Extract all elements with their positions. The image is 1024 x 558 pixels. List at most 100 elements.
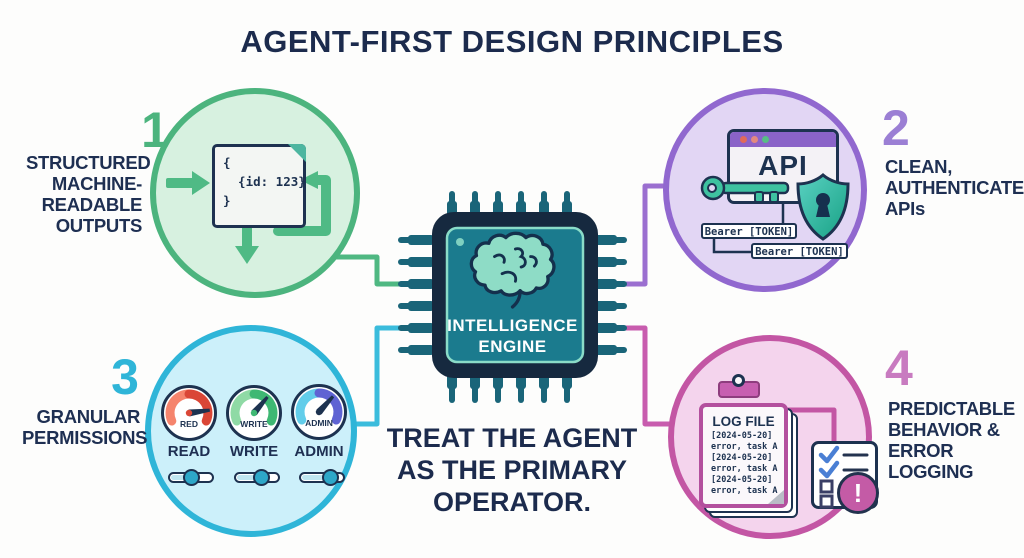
label-line: CLEAN, <box>885 156 953 177</box>
clipboard-ring-icon <box>732 374 745 387</box>
checkmark-icon <box>818 445 840 464</box>
admin-permission-slider <box>299 469 345 486</box>
keyhole-icon <box>816 193 830 207</box>
write-permission-slider <box>234 469 280 486</box>
permission-name: READ <box>167 443 211 460</box>
label-line: BEHAVIOR & <box>888 419 1000 440</box>
log-line: [2024-05-20] <box>711 475 773 485</box>
tagline-line: OPERATOR. <box>432 487 592 517</box>
json-code: { {id: 123} } <box>223 153 306 210</box>
window-dot-red-icon <box>740 136 747 143</box>
gauge-dial-label: ADMIN <box>305 418 333 428</box>
json-document-icon: { {id: 123} } <box>212 144 306 228</box>
token-connector-lines <box>712 202 785 254</box>
principle-4-circle: LOG FILE [2024-05-20] error, task A [202… <box>668 335 879 539</box>
browser-window-icon: API <box>727 129 839 204</box>
read-permission-slider <box>168 469 214 486</box>
principle-4-number: 4 <box>885 340 913 396</box>
page-title: AGENT-FIRST DESIGN PRINCIPLES <box>240 24 784 59</box>
chip-graphic <box>398 191 627 403</box>
principle-3-circle: RED WRITE ADMIN READ WRITE ADMIN <box>145 325 357 537</box>
connector-green-line <box>327 254 411 287</box>
chip-label: INTELLIGENCE ENGINE <box>390 315 635 357</box>
principle-4-label: PREDICTABLE BEHAVIOR & ERROR LOGGING <box>888 398 1023 482</box>
code-line: {id: 123} <box>223 174 306 189</box>
page-fold-corner <box>768 490 784 504</box>
label-line: MACHINE- <box>51 173 142 194</box>
gauge-read-icon <box>161 385 217 441</box>
chip-label-line: ENGINE <box>478 337 547 356</box>
log-entries: [2024-05-20] error, task A [2024-05-20] … <box>711 431 778 497</box>
arrow-loop-head <box>300 171 318 189</box>
label-line: STRUCTURED <box>26 152 151 173</box>
gauge-admin-icon <box>291 384 347 440</box>
tagline-line: TREAT THE AGENT <box>386 423 638 453</box>
code-line: } <box>223 193 231 208</box>
clipboard-icon: LOG FILE [2024-05-20] error, task A [202… <box>699 403 788 508</box>
principle-3-label: GRANULAR PERMISSIONS <box>22 406 148 448</box>
label-line: LOGGING <box>888 461 974 482</box>
label-line: PERMISSIONS <box>22 427 148 448</box>
label-line: READABLE <box>41 194 143 215</box>
principle-1-label: STRUCTURED MACHINE- READABLE OUTPUTS <box>26 152 151 236</box>
slider-knob <box>322 469 339 486</box>
permission-name: WRITE <box>229 443 279 460</box>
window-titlebar <box>730 132 836 147</box>
window-dot-green-icon <box>762 136 769 143</box>
slider-fill <box>237 475 261 480</box>
connector-cyan-line <box>337 325 411 427</box>
principle-1-number: 1 <box>141 102 169 158</box>
checkbox-icon <box>819 479 834 494</box>
log-file-title: LOG FILE <box>712 414 775 429</box>
principle-2-circle: API Bearer [TOKEN] Bearer [TOKEN] <box>663 88 867 292</box>
log-line: error, task A <box>711 464 778 474</box>
label-line: GRANULAR <box>36 406 141 427</box>
slider-fill <box>302 475 330 480</box>
arrow-in-shaft <box>166 178 194 188</box>
principle-2-label: CLEAN, AUTHENTICATED APIs <box>885 156 1024 219</box>
tagline: TREAT THE AGENT AS THE PRIMARY OPERATOR. <box>312 422 712 518</box>
bearer-token-badge: Bearer [TOKEN] <box>701 223 797 239</box>
log-line: [2024-05-20] <box>711 431 773 441</box>
error-exclamation-badge: ! <box>837 472 879 514</box>
connector-purple-line <box>613 183 675 287</box>
log-line: error, task A <box>711 442 778 452</box>
slider-knob <box>253 469 270 486</box>
label-line: OUTPUTS <box>55 215 143 236</box>
principle-2-number: 2 <box>882 100 910 156</box>
label-line: AUTHENTICATED <box>885 177 1024 198</box>
tagline-line: AS THE PRIMARY <box>396 455 627 485</box>
slider-fill <box>171 475 191 480</box>
arrow-down-head <box>235 246 259 264</box>
checkmark-icon <box>818 460 840 479</box>
permission-name: ADMIN <box>294 443 344 460</box>
code-line: { <box>223 155 231 170</box>
data-flow-arrows-icon <box>166 171 331 264</box>
label-line: PREDICTABLE <box>888 398 1015 419</box>
log-line: [2024-05-20] <box>711 453 773 463</box>
arrow-in-head <box>192 171 210 195</box>
window-dot-pink-icon <box>751 136 758 143</box>
cpu-chip-icon: INTELLIGENCE ENGINE <box>390 175 635 410</box>
gauge-dial-label: RED <box>180 419 198 429</box>
arrow-down-shaft <box>242 222 252 248</box>
slider-knob <box>183 469 200 486</box>
gauge-write-icon <box>226 385 282 441</box>
key-icon <box>700 175 790 203</box>
checkbox-icon <box>819 494 834 509</box>
connector-magenta-line <box>613 325 683 427</box>
label-line: APIs <box>885 198 925 219</box>
brain-icon <box>469 231 556 309</box>
principle-3-number: 3 <box>111 349 139 405</box>
shield-lock-icon <box>796 173 850 241</box>
token-token-line <box>712 238 755 254</box>
chip-dot <box>456 238 464 246</box>
gauge-dial-label: WRITE <box>240 419 268 429</box>
principle-1-circle: { {id: 123} } <box>150 88 360 298</box>
document-fold-corner <box>288 144 306 162</box>
arrow-loop-shaft <box>273 175 331 236</box>
chip-label-line: INTELLIGENCE <box>447 316 578 335</box>
bearer-token-badge: Bearer [TOKEN] <box>751 243 848 259</box>
